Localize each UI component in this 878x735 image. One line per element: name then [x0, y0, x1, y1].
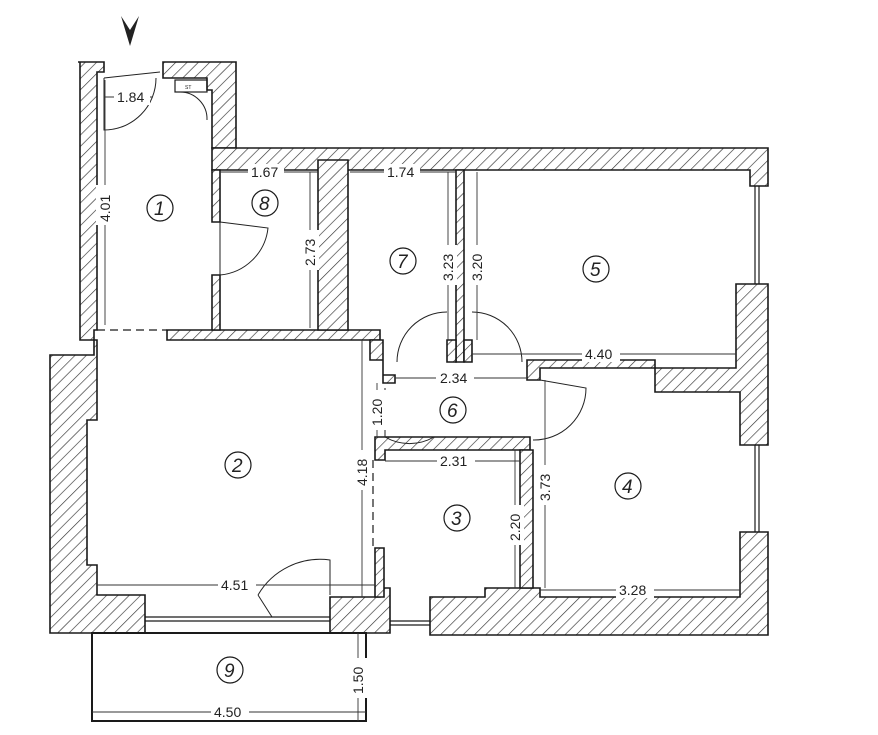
- room-label-8: 8: [259, 194, 270, 215]
- dim-1-74: 1.74: [387, 164, 414, 180]
- svg-text:ST: ST: [185, 85, 191, 91]
- dim-2-34: 2.34: [440, 370, 467, 386]
- dim-1-84: 1.84: [117, 89, 144, 105]
- dim-4-40: 4.40: [585, 346, 612, 362]
- dim-4-50: 4.50: [214, 704, 241, 720]
- room-label-7: 7: [397, 252, 409, 273]
- room-label-3: 3: [451, 509, 462, 530]
- walls: [49, 61, 769, 636]
- dim-1-50: 1.50: [350, 667, 366, 694]
- room-label-9: 9: [224, 661, 235, 682]
- doors: [103, 71, 587, 618]
- dim-2-31: 2.31: [440, 453, 467, 469]
- windows: [390, 186, 760, 626]
- room-label-5: 5: [590, 260, 601, 281]
- dimension-labels: 1.84 4.01 1.67 2.73 1.74 3.23 3.20 4.40 …: [96, 89, 654, 720]
- room-label-6: 6: [447, 401, 458, 422]
- dim-3-23: 3.23: [440, 254, 456, 281]
- dim-4-01: 4.01: [97, 195, 113, 222]
- dim-3-28: 3.28: [619, 582, 646, 598]
- dim-1-67: 1.67: [251, 164, 278, 180]
- dim-1-20: 1.20: [369, 399, 385, 426]
- dim-3-20: 3.20: [469, 254, 485, 281]
- dim-2-73: 2.73: [302, 239, 318, 266]
- room-label-1: 1: [154, 199, 165, 220]
- dim-2-20: 2.20: [507, 514, 523, 541]
- entrance-arrow-icon: [121, 16, 139, 46]
- dim-3-73: 3.73: [537, 474, 553, 501]
- dim-4-51: 4.51: [221, 577, 248, 593]
- room-label-2: 2: [231, 456, 243, 477]
- room-label-4: 4: [622, 477, 633, 498]
- room-labels: 1 2 3 4 5 6 7 8 9: [146, 189, 642, 684]
- dim-4-18: 4.18: [354, 459, 370, 486]
